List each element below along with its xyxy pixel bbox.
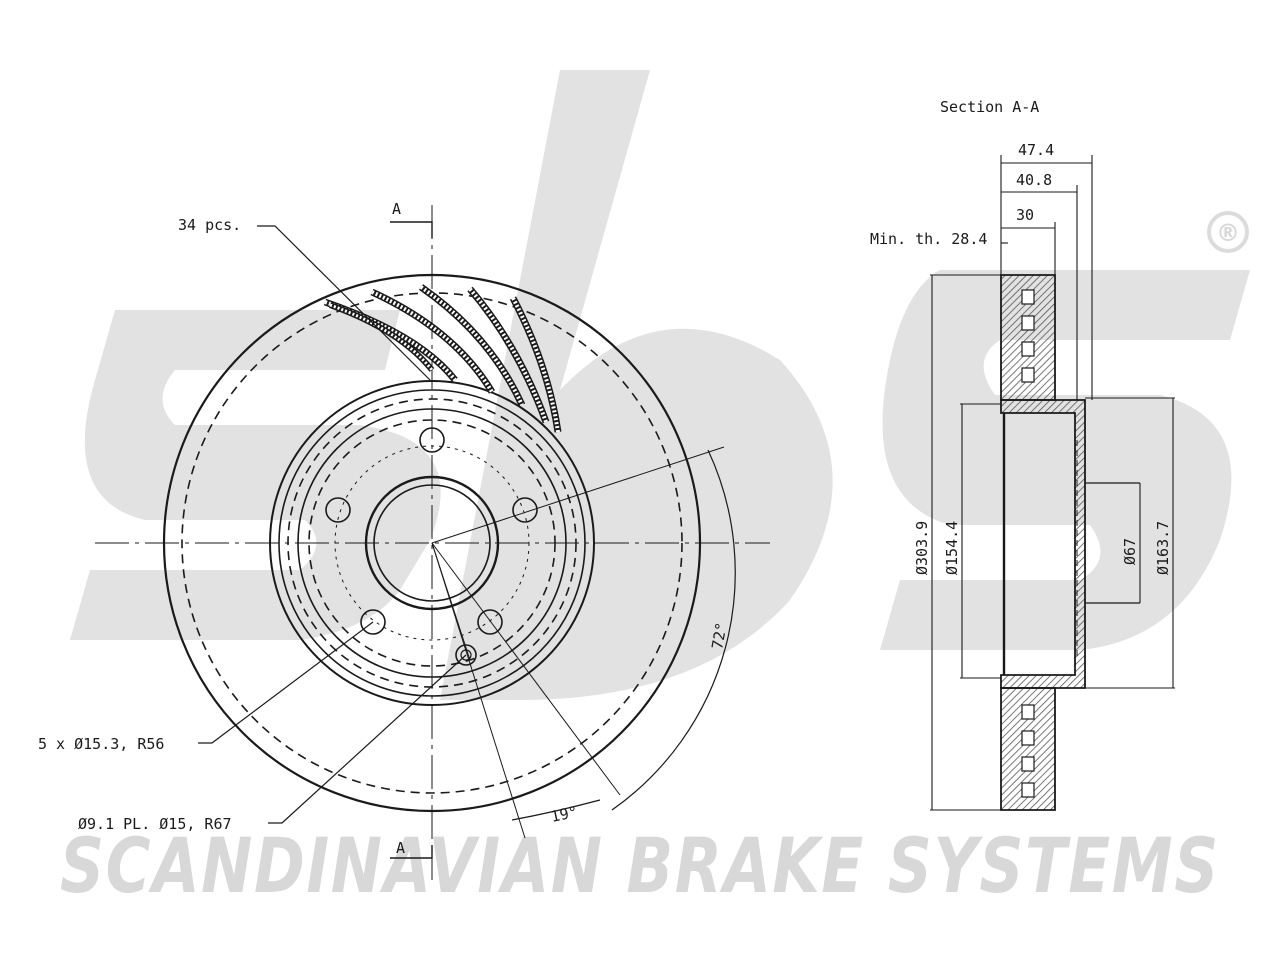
registered-mark: ® [1216,219,1240,247]
dia-center-bore-label: Ø67 [1121,538,1139,565]
dia-inner-ring-label: Ø154.4 [943,521,961,575]
company-watermark: SCANDINAVIAN BRAKE SYSTEMS [60,821,1220,910]
registered-mark-icon [1207,211,1249,253]
locating-hole-label: Ø9.1 PL. Ø15, R67 [78,815,232,833]
bolt-hole [360,609,386,635]
dia-hat-label: Ø163.7 [1154,521,1172,575]
thickness-label: 30 [1016,206,1034,224]
sbs-logo-watermark: ® [70,70,1250,700]
section-title: Section A-A [940,98,1039,116]
disc-cross-section [1000,274,1140,811]
disc-front-view [95,205,770,880]
width-hat-label: 40.8 [1016,171,1052,189]
bolt-holes-label: 5 x Ø15.3, R56 [38,735,164,753]
width-overall-label: 47.4 [1018,141,1054,159]
angle-72-label: 72° [708,621,730,651]
angle-19-label: 19° [549,803,579,826]
vent-ribs [323,284,562,433]
section-mark-bottom: A [396,839,405,857]
section-mark-top: A [392,200,401,218]
bolt-hole [477,609,503,635]
bolt-hole [512,497,538,523]
locating-hole [455,644,477,666]
ribs-count-label: 34 pcs. [178,216,241,234]
bolt-hole [325,497,351,523]
dia-outer-label: Ø303.9 [913,521,931,575]
min-thickness-label: Min. th. 28.4 [870,230,987,248]
section-dimensions [930,155,1175,811]
